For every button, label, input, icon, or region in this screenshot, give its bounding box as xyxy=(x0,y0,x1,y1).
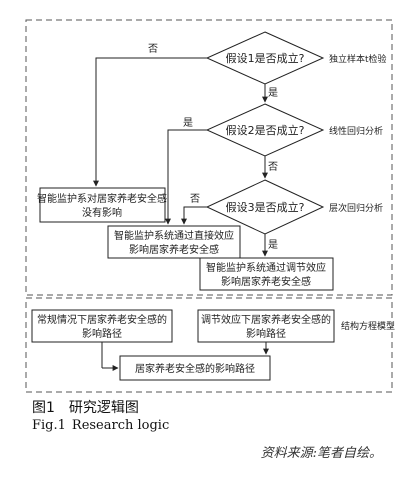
outcome-h3-line2: 影响居家养老安全感 xyxy=(221,275,311,288)
decision-h2-text: 假设2是否成立? xyxy=(226,123,305,137)
outcome-h1-no-effect xyxy=(39,187,166,223)
figure-caption-en: Fig.1 Research logic xyxy=(32,418,169,433)
hypothesis-testing-frame xyxy=(25,19,393,296)
edge-h2-yes xyxy=(165,129,207,225)
decision-h3-method: 层次回归分析 xyxy=(329,202,383,214)
outcome-h2-direct-effect xyxy=(107,225,241,259)
figure-title-zh: 研究逻辑图 xyxy=(68,400,139,416)
outcome-h3-line1: 智能监护系统通过调节效应 xyxy=(206,261,326,274)
path-normal-box xyxy=(31,309,173,343)
edge-h3-no-label: 否 xyxy=(190,193,200,205)
edge-h2-yes-label: 是 xyxy=(183,117,193,129)
research-logic-flowchart: 假设1是否成立? 独立样本t检验 假设2是否成立? 线性回归分析 假设3是否成立… xyxy=(25,19,395,393)
figure-caption-zh: 图1 研究逻辑图 xyxy=(32,397,139,417)
edge-h2-no-label: 否 xyxy=(268,161,278,173)
outcome-h1-line1: 智能监护系对居家养老安全感 xyxy=(37,192,167,205)
path-analysis-frame xyxy=(25,297,393,393)
outcome-h1-line2: 没有影响 xyxy=(82,206,122,219)
edge-h3-no xyxy=(181,206,207,225)
path-moderated-line2: 影响路径 xyxy=(246,327,286,340)
outcome-h2-line2: 影响居家养老安全感 xyxy=(129,243,219,256)
edge-h1-no-label: 否 xyxy=(148,43,158,55)
edge-h3-yes-label: 是 xyxy=(268,239,278,251)
path-method-label: 结构方程模型 xyxy=(341,320,395,332)
outcome-h3-moderating-effect xyxy=(199,257,334,291)
figure-number-en: Fig.1 xyxy=(32,418,66,433)
path-normal-line1: 常规情况下居家养老安全感的 xyxy=(37,313,167,326)
path-normal-line2: 影响路径 xyxy=(82,327,122,340)
path-moderated-box xyxy=(197,309,335,343)
path-combined-text: 居家养老安全感的影响路径 xyxy=(135,362,255,375)
edge-h1-yes-label: 是 xyxy=(268,87,278,99)
figure-number-zh: 图1 xyxy=(32,400,55,416)
path-moderated-line1: 调节效应下居家养老安全感的 xyxy=(201,313,331,326)
outcome-h2-line1: 智能监护系统通过直接效应 xyxy=(114,229,234,242)
figure-title-en: Research logic xyxy=(71,418,170,433)
decision-h1-text: 假设1是否成立? xyxy=(226,51,305,65)
decision-h3-text: 假设3是否成立? xyxy=(226,200,305,214)
edge-h1-no xyxy=(93,57,207,187)
path-combined-box xyxy=(119,355,271,381)
source-note: 资料来源:笔者自绘。 xyxy=(260,446,382,461)
decision-h2-method: 线性回归分析 xyxy=(329,125,383,137)
decision-h1-method: 独立样本t检验 xyxy=(329,53,387,65)
